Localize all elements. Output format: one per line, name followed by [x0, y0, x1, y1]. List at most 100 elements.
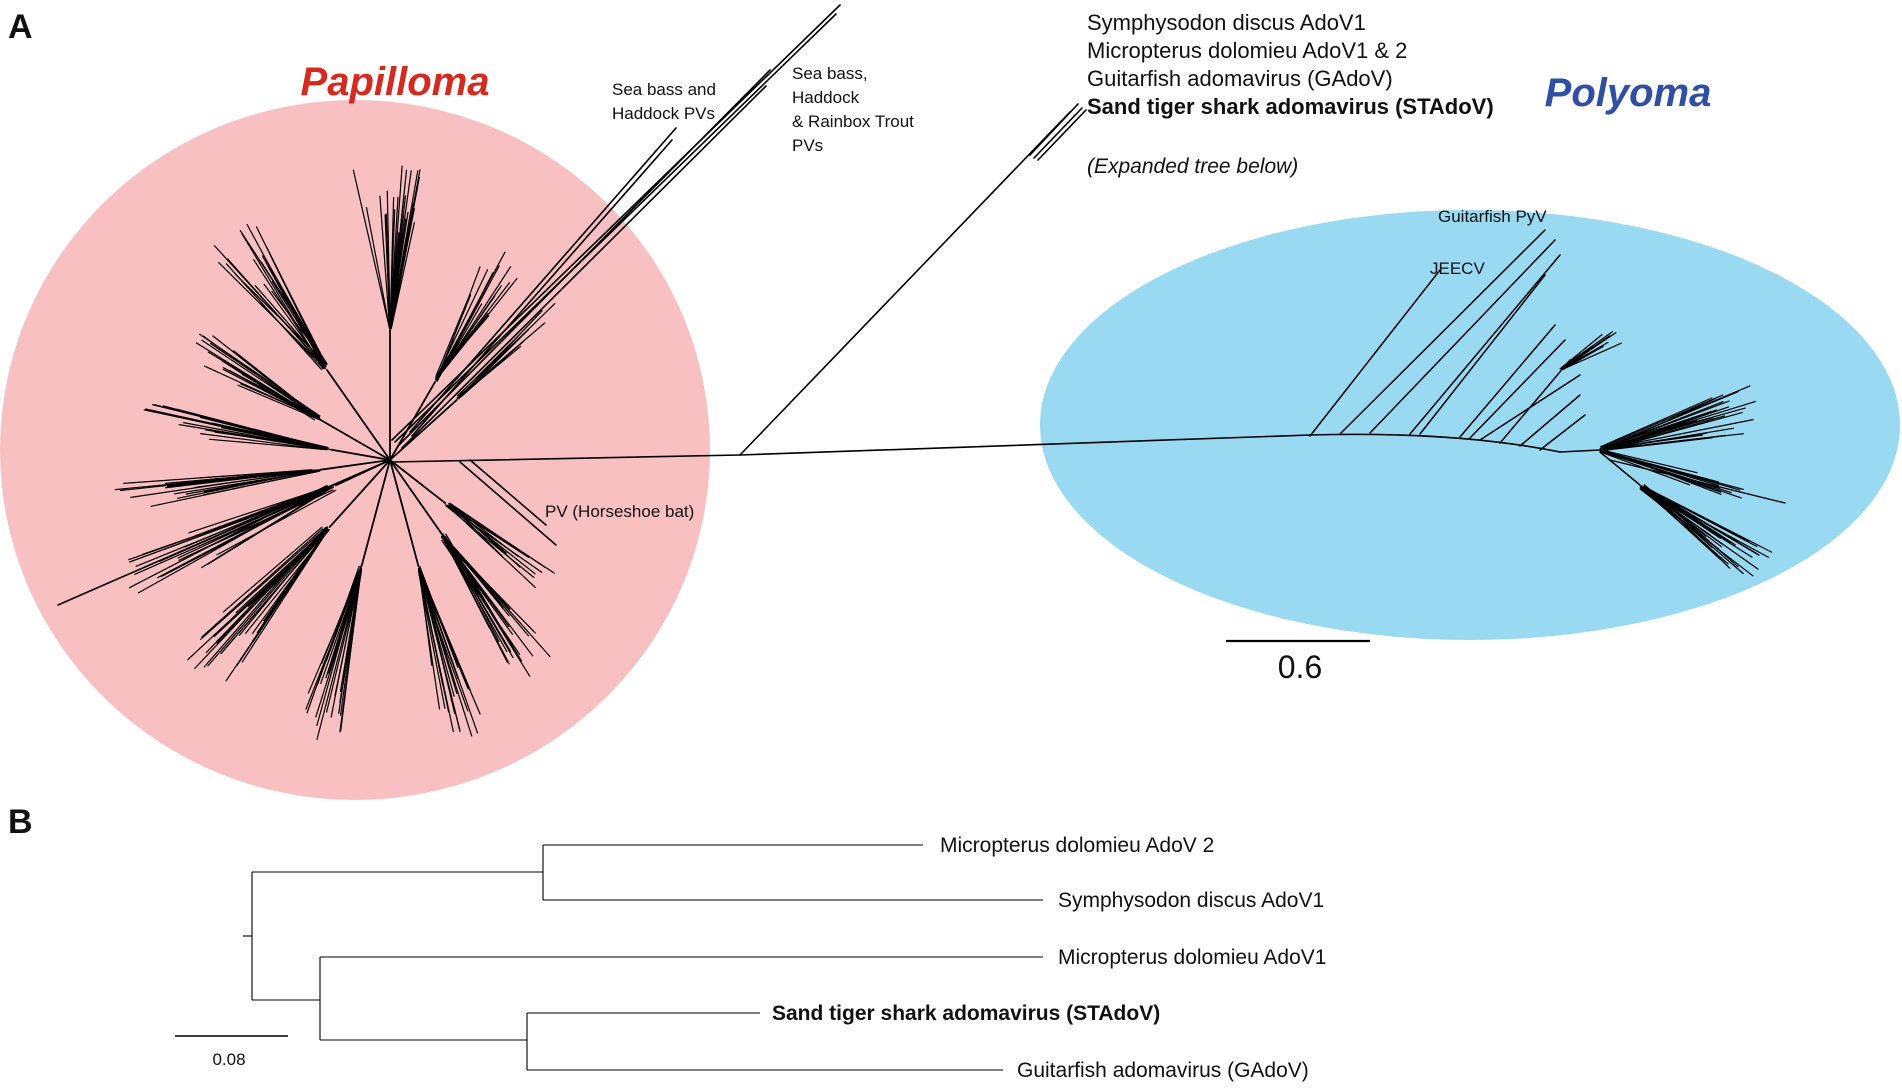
tree-branch	[1599, 397, 1713, 448]
tree-branch	[1599, 449, 1720, 483]
tree-branch	[389, 459, 447, 505]
central-backbone-branch	[391, 433, 1561, 463]
tree-branch	[444, 535, 523, 662]
tree-branch	[1602, 449, 1698, 474]
adomavirus-list-item-2: Micropterus dolomieu AdoV1 & 2	[1087, 38, 1407, 63]
tree-branch	[241, 533, 327, 663]
tree-branch	[1640, 485, 1750, 543]
tree-branch	[1602, 434, 1727, 451]
tree-branch	[316, 567, 362, 727]
tree-branch	[1599, 451, 1641, 486]
tree-branch	[244, 529, 330, 635]
tree-branch	[458, 333, 521, 396]
tree-branch	[225, 263, 323, 371]
label-sea-bass-haddock-line2: Haddock PVs	[612, 104, 715, 123]
fish-pv-branches	[391, 4, 841, 449]
tree-branch	[218, 262, 324, 367]
tree-branch	[201, 339, 322, 420]
tree-branch	[1599, 449, 1722, 493]
tree-branch	[1560, 331, 1614, 369]
tree-branch	[1640, 486, 1721, 560]
papilloma-tree	[57, 165, 556, 741]
tree-branch	[418, 568, 444, 687]
tree-branch	[441, 533, 530, 637]
tree-branch	[389, 459, 443, 535]
tree-branch	[360, 459, 391, 568]
tree-branch	[176, 408, 326, 449]
label-sea-bass-trout-line4: PVs	[792, 136, 823, 155]
tree-branch	[459, 345, 522, 397]
tree-branch	[342, 571, 362, 683]
panel-b-tip-3: Micropterus dolomieu AdoV1	[1058, 946, 1326, 969]
tree-branch	[178, 488, 331, 561]
tree-branch	[242, 377, 320, 418]
tree-branch	[1459, 324, 1556, 438]
tree-branch	[446, 506, 535, 579]
tree-branch	[449, 504, 555, 574]
tree-branch	[328, 459, 391, 528]
panel-b-tree	[243, 844, 1043, 1071]
tree-branch	[456, 303, 556, 400]
tree-branch	[325, 368, 391, 461]
tree-branch	[1603, 422, 1695, 450]
tree-branch	[174, 470, 320, 495]
tree-branch	[445, 538, 531, 677]
tree-branch	[222, 368, 318, 419]
tree-branch	[435, 298, 469, 377]
tree-branch	[330, 565, 362, 718]
tree-branch	[365, 207, 391, 330]
tree-branch	[390, 221, 415, 330]
tree-branch	[379, 195, 391, 329]
tree-branch	[352, 169, 391, 329]
tree-branch	[216, 526, 328, 643]
tree-branch	[443, 539, 508, 663]
tree-branch	[194, 487, 327, 537]
label-horseshoe-bat: PV (Horseshoe bat)	[545, 502, 694, 521]
panel-a-scale-bar: 0.6	[1226, 639, 1370, 685]
tree-branch	[384, 214, 391, 327]
panel-a-labels: Sea bass and Haddock PVs Sea bass, Haddo…	[545, 10, 1547, 521]
tree-branch	[201, 528, 323, 638]
tree-branch	[436, 265, 500, 381]
tree-branch	[1609, 459, 1786, 504]
tree-branch	[1519, 394, 1581, 447]
tree-branch	[207, 351, 317, 419]
tree-branch	[188, 486, 329, 534]
tree-branch	[1309, 269, 1441, 437]
tree-branch	[122, 469, 312, 484]
tree-branch	[1603, 415, 1726, 451]
tree-branch	[160, 488, 331, 578]
tree-branch	[419, 565, 459, 668]
tree-branch	[386, 190, 391, 323]
tree-branch	[199, 433, 324, 451]
tree-branch	[1642, 488, 1753, 558]
panel-a-scale-value: 0.6	[1278, 649, 1322, 685]
tree-branch	[418, 569, 441, 710]
tree-branch	[57, 459, 391, 606]
tree-branch	[417, 567, 453, 677]
adomavirus-list-item-4: Sand tiger shark adomavirus (STAdoV)	[1087, 94, 1494, 119]
tree-branch	[419, 573, 461, 731]
label-sea-bass-haddock-line1: Sea bass and	[612, 80, 716, 99]
tree-branch	[1339, 229, 1546, 435]
tree-branch	[1409, 254, 1561, 435]
tree-branch	[260, 261, 328, 365]
tree-branch	[208, 438, 328, 451]
tree-branch	[390, 170, 419, 323]
label-sea-bass-trout-line2: Haddock	[792, 88, 860, 107]
tree-branch	[200, 527, 327, 640]
tree-branch	[199, 333, 321, 417]
tree-branch	[187, 530, 327, 661]
panel-b-scale-value: 0.08	[212, 1050, 245, 1069]
tree-branch	[1562, 335, 1611, 370]
tree-branch	[441, 536, 511, 610]
tree-branch	[266, 247, 327, 366]
panel-b-letter: B	[8, 803, 33, 841]
tree-branch	[1601, 434, 1703, 450]
tree-branch	[305, 572, 360, 710]
panel-b-tip-2: Symphysodon discus AdoV1	[1058, 889, 1324, 912]
tree-branch	[212, 335, 318, 418]
tree-branch	[436, 266, 481, 382]
